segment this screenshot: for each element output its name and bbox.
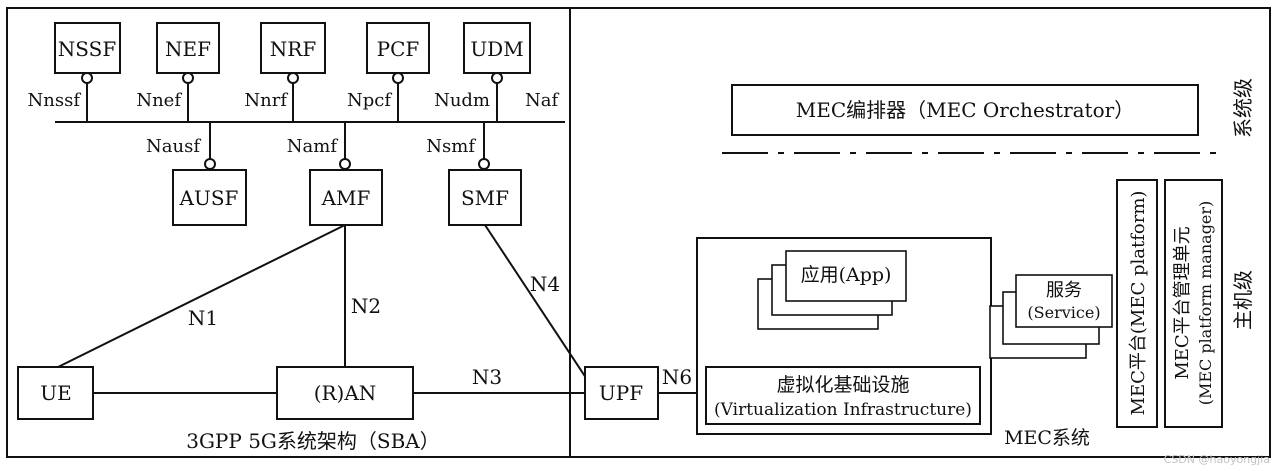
ran-box: (R)AN	[276, 366, 414, 420]
service-label-line2: (Service)	[1027, 303, 1100, 322]
vi-label-line1: 虚拟化基础设施	[776, 374, 909, 396]
n2-label: N2	[351, 294, 381, 318]
n6-label: N6	[662, 365, 692, 389]
watermark: CSDN @haoyongjia	[1164, 453, 1270, 466]
if-label-nausf: Nausf	[146, 136, 201, 157]
sba-caption: 3GPP 5G系统架构（SBA）	[186, 429, 440, 453]
nf-box-udm: UDM	[463, 22, 531, 74]
nf-label-nef: NEF	[165, 37, 211, 61]
n4-line	[484, 224, 597, 394]
nf-label-pcf: PCF	[377, 37, 420, 61]
mec-orchestrator-label: MEC编排器（MEC Orchestrator）	[796, 98, 1134, 122]
vi-label-line2: (Virtualization Infrastructure)	[714, 400, 972, 420]
if-label-npcf: Npcf	[347, 90, 392, 111]
if-label-nudm: Nudm	[434, 90, 490, 111]
ue-label: UE	[40, 381, 71, 405]
nf-label-nssf: NSSF	[58, 37, 117, 61]
nf-label-smf: SMF	[461, 186, 509, 210]
if-label-namf: Namf	[287, 136, 339, 157]
service-label-line1: 服务	[1046, 280, 1082, 301]
nf-box-pcf: PCF	[366, 22, 430, 74]
n4-label: N4	[530, 272, 560, 296]
if-label-nnssf: Nnssf	[28, 90, 82, 111]
mec-platform-manager-label-line1: MEC平台管理单元	[1172, 226, 1193, 379]
if-label-nnrf: Nnrf	[244, 90, 288, 111]
app-stack: 应用(App)	[757, 250, 907, 330]
nef-connector	[182, 72, 194, 122]
nf-label-amf: AMF	[321, 186, 371, 210]
system-level-label: 系统级	[1231, 78, 1255, 138]
host-level-label: 主机级	[1231, 270, 1255, 330]
upf-box: UPF	[584, 366, 659, 420]
n1-label: N1	[188, 306, 218, 330]
service-stack: 服务 (Service)	[989, 274, 1113, 359]
nf-box-amf: AMF	[309, 169, 383, 226]
mec-platform-manager-box: MEC平台管理单元 (MEC platform manager)	[1164, 179, 1223, 428]
virtualization-infrastructure-box: 虚拟化基础设施 (Virtualization Infrastructure)	[705, 366, 981, 425]
nf-label-ausf: AUSF	[179, 186, 239, 210]
if-label-naf: Naf	[525, 90, 559, 111]
if-label-nnef: Nnef	[136, 90, 182, 111]
nf-box-nef: NEF	[156, 22, 220, 74]
udm-connector	[491, 72, 503, 122]
mec-platform-manager-label-line2: (MEC platform manager)	[1196, 201, 1215, 406]
ausf-connector	[204, 122, 216, 170]
mec-system-label: MEC系统	[1004, 427, 1090, 449]
mec-platform-box: MEC平台(MEC platform)	[1116, 179, 1158, 428]
ue-box: UE	[17, 366, 94, 420]
mec-orchestrator-box: MEC编排器（MEC Orchestrator）	[731, 84, 1199, 136]
n1-line	[51, 224, 346, 371]
upf-label: UPF	[599, 381, 643, 405]
n3-label: N3	[472, 365, 502, 389]
nf-box-smf: SMF	[448, 169, 522, 226]
mec-platform-label: MEC平台(MEC platform)	[1128, 191, 1149, 416]
ran-label: (R)AN	[314, 381, 377, 405]
nf-label-udm: UDM	[470, 37, 523, 61]
nf-box-ausf: AUSF	[172, 169, 247, 226]
if-label-nsmf: Nsmf	[426, 136, 476, 157]
nf-box-nssf: NSSF	[54, 22, 121, 74]
app-label: 应用(App)	[801, 264, 892, 286]
nf-label-nrf: NRF	[270, 37, 317, 61]
nf-box-nrf: NRF	[260, 22, 326, 74]
